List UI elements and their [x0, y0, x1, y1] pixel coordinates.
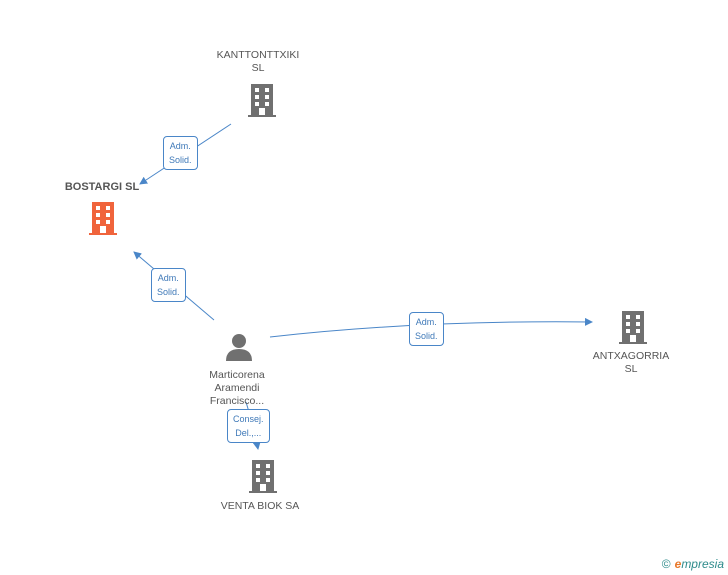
building-icon[interactable] [619, 311, 647, 344]
brand-name: mpresia [681, 557, 724, 571]
node-label-antxagorria[interactable]: ANTXAGORRIA SL [592, 350, 670, 375]
node-label-bostargi[interactable]: BOSTARGI SL [64, 181, 140, 193]
person-icon[interactable] [226, 334, 252, 361]
edge-label-kanttonttxiki-bostargi: Adm. Solid. [163, 136, 198, 170]
building-icon[interactable] [249, 460, 277, 493]
empresia-logo: ©empresia [662, 557, 724, 571]
node-label-marticorena[interactable]: Marticorena Aramendi Francisco... [209, 369, 265, 407]
edge-label-marticorena-bostargi: Adm. Solid. [151, 268, 186, 302]
copyright-icon: © [661, 557, 671, 571]
brand-initial: e [674, 557, 682, 571]
edge-label-marticorena-venta-biok: Consej. Del.,... [227, 409, 270, 443]
building-icon[interactable] [248, 84, 276, 117]
node-label-venta-biok[interactable]: VENTA BIOK SA [220, 500, 300, 512]
building-icon[interactable] [89, 202, 117, 235]
edge-label-marticorena-antxagorria: Adm. Solid. [409, 312, 444, 346]
node-label-kanttonttxiki[interactable]: KANTTONTTXIKI SL [216, 49, 300, 74]
